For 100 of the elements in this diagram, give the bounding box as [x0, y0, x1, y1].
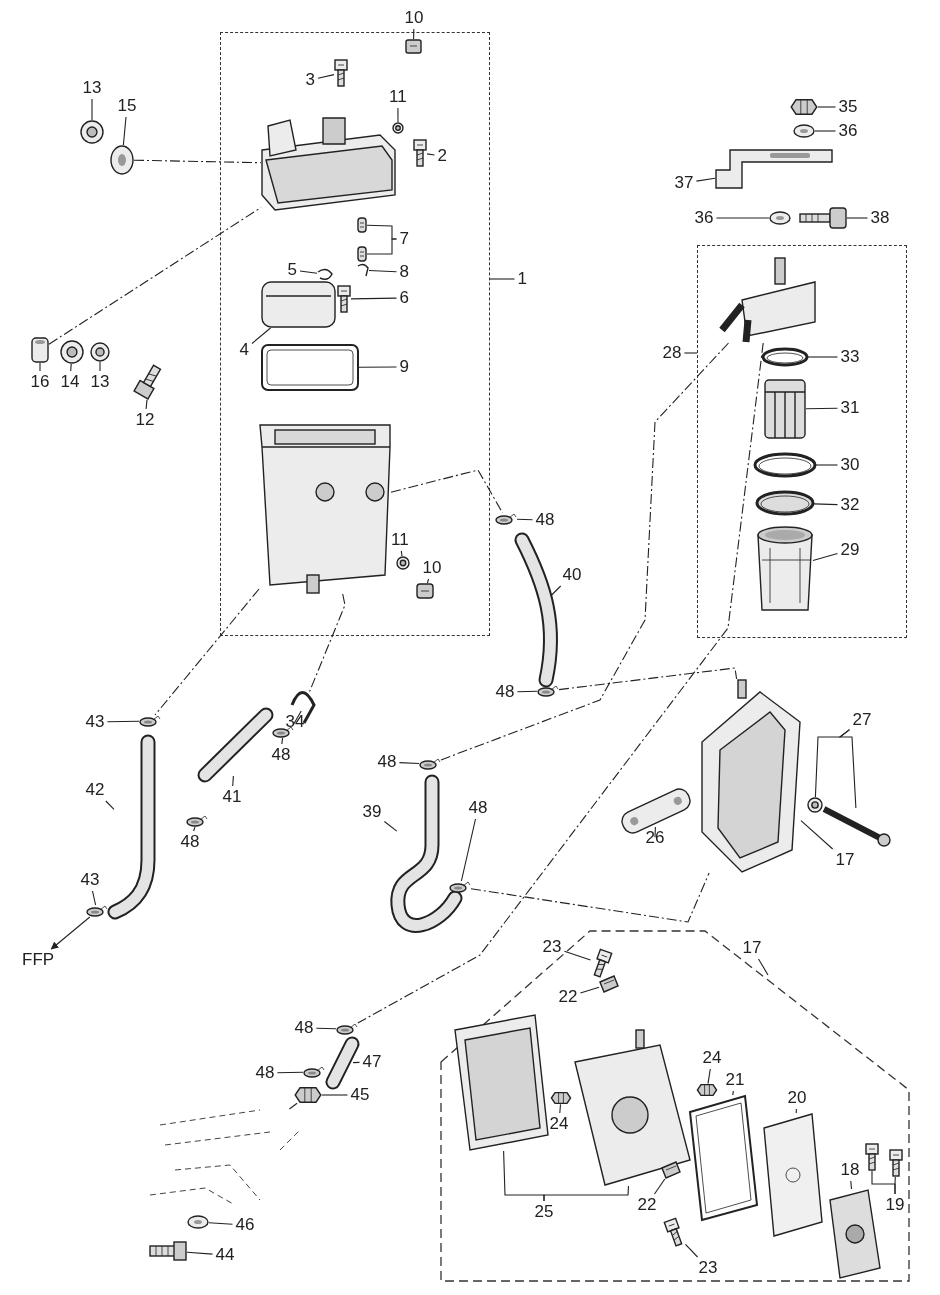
leader-line — [293, 710, 302, 725]
callout-number: 2 — [436, 147, 448, 165]
callout-number: 10 — [403, 9, 425, 27]
bolt-icon — [799, 207, 847, 229]
leader-line — [807, 356, 839, 358]
callout-number: 23 — [697, 1259, 719, 1277]
bolt-icon — [149, 1241, 187, 1261]
callout-number: 28 — [661, 344, 683, 362]
leader-line — [846, 217, 869, 219]
clamp-icon — [186, 815, 208, 827]
leader-line — [251, 327, 272, 345]
o-ring-icon — [761, 347, 809, 367]
leader-line — [281, 737, 284, 745]
washer-icon — [793, 124, 815, 138]
leader-line — [368, 269, 398, 273]
clamp-icon — [272, 726, 294, 738]
leader-line — [654, 826, 656, 838]
clamp-icon — [139, 715, 161, 727]
callout-number: 12 — [134, 411, 156, 429]
leader-line — [350, 297, 398, 300]
assembly-line — [133, 159, 262, 164]
nut-icon — [550, 1091, 572, 1105]
leader-line — [551, 585, 562, 596]
leader-line — [757, 958, 769, 976]
clamp-icon — [419, 758, 441, 770]
assembly-outline — [220, 32, 490, 636]
nut-icon — [790, 99, 818, 115]
leader-line — [398, 762, 420, 765]
callout-number: 18 — [839, 1161, 861, 1179]
callout-number: 11 — [388, 88, 408, 106]
gasket-icon — [261, 344, 359, 391]
callout-number: 39 — [361, 803, 383, 821]
leader-line — [543, 1185, 630, 1202]
callout-number: 29 — [839, 541, 861, 559]
hose-drawing — [107, 734, 156, 920]
screw-icon — [334, 59, 348, 87]
o-ring-icon — [753, 452, 817, 478]
leader-line — [812, 552, 839, 562]
callout-number: 48 — [293, 1019, 315, 1037]
fuel-tank-drawing — [259, 424, 391, 594]
leader-line — [413, 28, 415, 40]
callout-number: 14 — [59, 373, 81, 391]
assembly-line — [309, 593, 346, 693]
sleeve-icon — [31, 337, 49, 363]
callout-number: 48 — [467, 799, 489, 817]
clamp-icon — [336, 1023, 358, 1035]
leader-line — [850, 1180, 853, 1190]
callout-number: 26 — [644, 829, 666, 847]
leader-line — [145, 399, 148, 410]
leader-line — [232, 775, 234, 787]
leader-line — [358, 366, 398, 368]
callout-number: 21 — [724, 1071, 746, 1089]
fitting-icon — [405, 39, 422, 54]
callout-number: 13 — [89, 373, 111, 391]
callout-number: 48 — [254, 1064, 276, 1082]
leader-line — [653, 1178, 666, 1195]
callout-number: 24 — [548, 1115, 570, 1133]
leader-line — [99, 361, 101, 372]
leader-line — [39, 362, 41, 372]
callout-number: 10 — [421, 559, 443, 577]
leader-line — [208, 1222, 234, 1225]
clip-icon — [661, 1161, 681, 1179]
hose-drawing — [390, 774, 463, 933]
leader-line — [91, 890, 97, 906]
clamp-icon — [449, 881, 471, 893]
arrow — [50, 916, 91, 950]
leader-line — [397, 107, 399, 123]
leader-line — [838, 729, 857, 809]
diaphragm-icon — [763, 1113, 823, 1237]
engine-block-drawing — [149, 1109, 301, 1206]
callout-number: 48 — [534, 511, 556, 529]
leader-line — [894, 1176, 896, 1195]
leader-line — [352, 1061, 361, 1064]
leader-line — [315, 1027, 337, 1030]
callout-number: 19 — [884, 1196, 906, 1214]
leader-line — [460, 818, 477, 882]
callout-number: 37 — [673, 174, 695, 192]
fuel-filter-drawing — [261, 281, 336, 328]
callout-number: 36 — [693, 209, 715, 227]
fitting-icon — [416, 583, 434, 599]
leader-line — [695, 177, 716, 182]
callout-number: 15 — [116, 97, 138, 115]
nut-icon — [696, 1083, 718, 1097]
leader-line — [815, 464, 839, 466]
callout-number: 48 — [270, 746, 292, 764]
callout-number: 24 — [701, 1049, 723, 1067]
leader-line — [817, 106, 837, 108]
bolt-icon — [133, 364, 162, 400]
callout-number: 9 — [398, 358, 410, 376]
clamp-icon — [495, 513, 517, 525]
callout-number: 3 — [304, 71, 316, 89]
leader-line — [800, 820, 834, 850]
assembly-line — [440, 342, 730, 761]
callout-number: 48 — [376, 753, 398, 771]
washer-icon — [807, 797, 823, 813]
leader-line — [105, 800, 115, 810]
washer-icon — [187, 1215, 209, 1229]
clip-icon — [357, 263, 369, 277]
leader-line — [563, 950, 592, 961]
callout-number: 48 — [179, 833, 201, 851]
